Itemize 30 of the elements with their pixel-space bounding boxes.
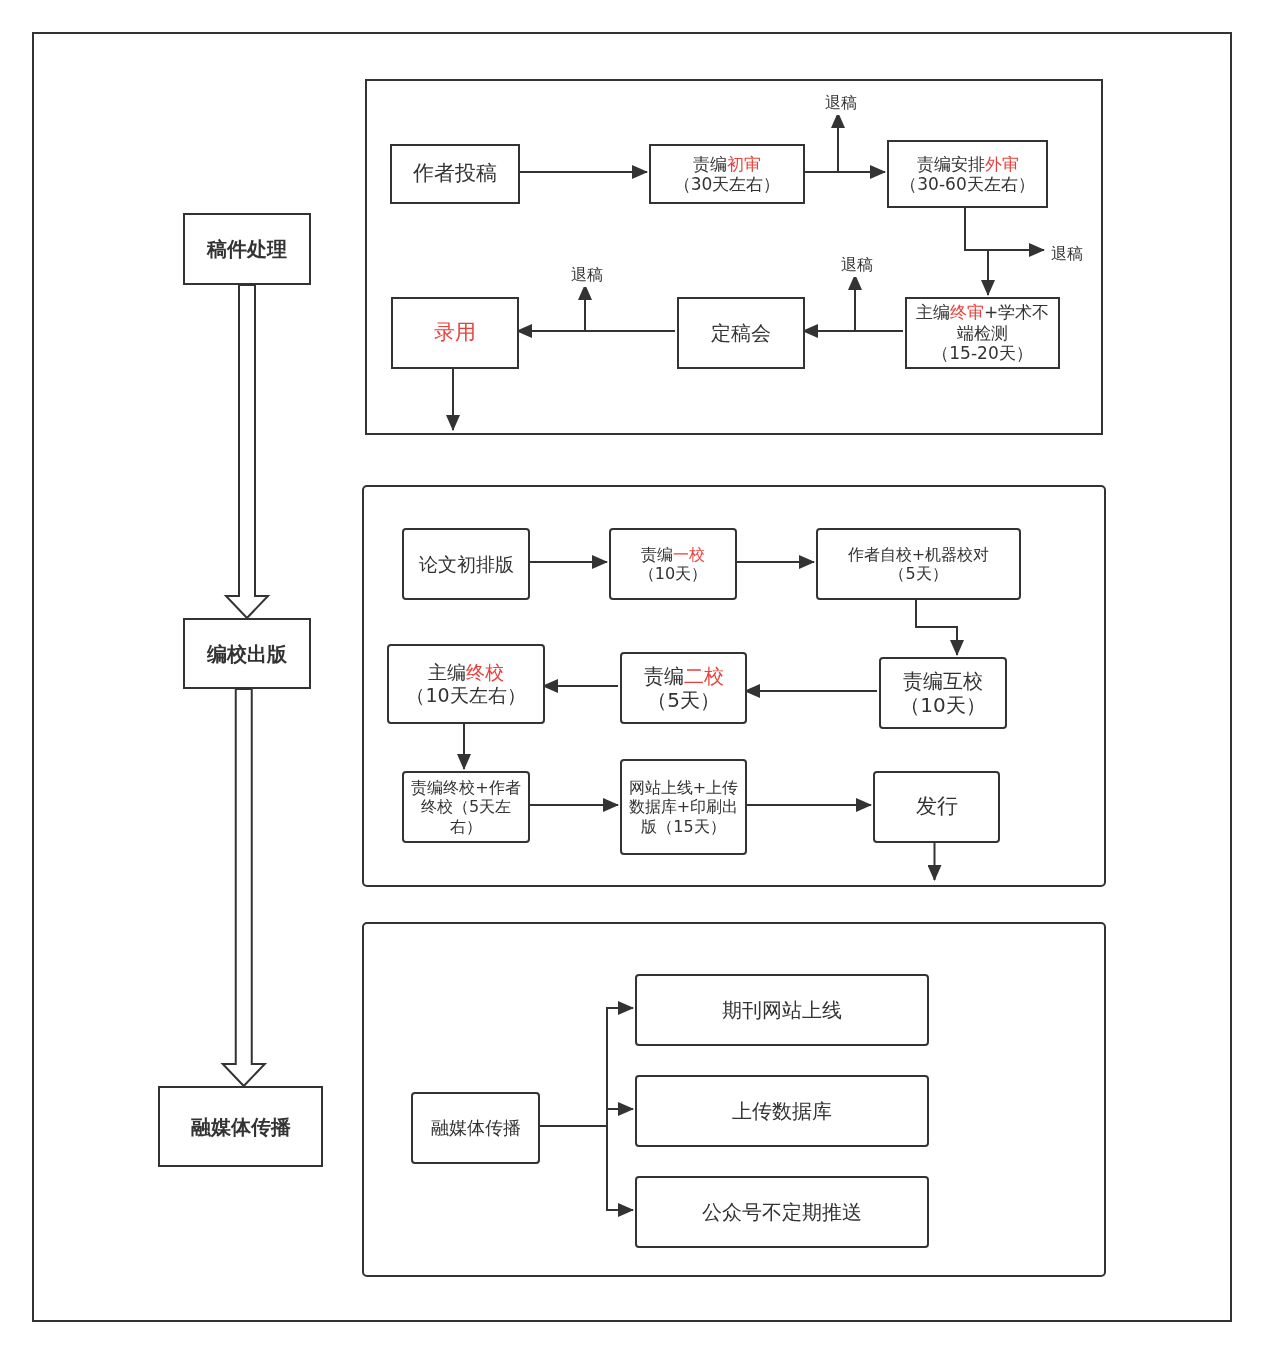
process-box: 论文初排版 [402,528,530,600]
process-box: 网站上线+上传数据库+印刷出版（15天） [620,759,747,855]
process-box: 主编终校 （10天左右） [387,644,545,724]
process-box: 责编初审 （30天左右） [649,144,805,204]
process-box: 责编终校+作者终校（5天左右） [402,771,530,843]
process-box: 发行 [873,771,1000,843]
block-arrow [223,284,271,620]
stage-box: 编校出版 [183,618,311,689]
block-arrow [220,688,268,1088]
arrow [927,840,942,881]
process-box: 公众号不定期推送 [635,1176,929,1248]
process-box: 责编一校 （10天） [609,528,737,600]
process-box: 上传数据库 [635,1075,929,1147]
process-box: 责编二校 （5天） [620,652,747,724]
arrow [915,597,964,656]
process-box: 主编终审+学术不端检测 （15-20天） [905,297,1060,369]
process-box: 责编安排外审 （30-60天左右） [887,140,1048,208]
process-box: 期刊网站上线 [635,974,929,1046]
section-panel [365,79,1103,435]
process-box: 录用 [391,297,519,369]
process-box: 作者投稿 [390,144,520,204]
stage-box: 稿件处理 [183,213,311,285]
process-box: 责编互校 （10天） [879,657,1007,729]
process-box: 融媒体传播 [411,1092,540,1164]
process-box: 定稿会 [677,297,805,369]
stage-box: 融媒体传播 [158,1086,323,1167]
arrow [457,721,471,770]
process-box: 作者自校+机器校对 （5天） [816,528,1021,600]
section-panel [362,922,1106,1277]
section-panel [362,485,1106,887]
